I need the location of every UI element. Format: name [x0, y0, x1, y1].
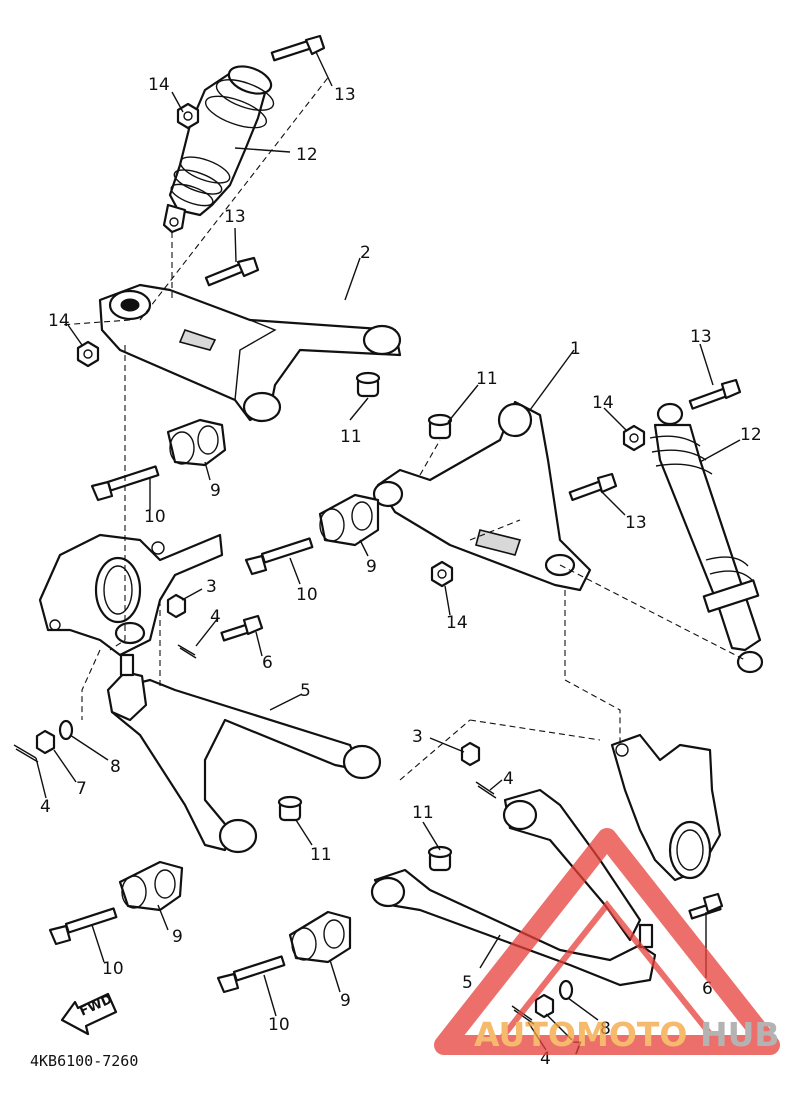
bolt-10-left-lower: [48, 907, 118, 946]
cotter-pin-4-left-lower: [13, 744, 39, 763]
knuckle-left: [38, 533, 224, 657]
watermark-logo: AUTO MOTO HUB: [434, 828, 780, 1055]
washer-8-right: [558, 979, 574, 1001]
bushing-11-left-lower: [277, 795, 303, 822]
nut-14-upper: [176, 102, 200, 130]
bushing-11-right-lower: [427, 845, 453, 872]
callout-11: 11: [340, 427, 362, 447]
bushing-9-left-upper: [166, 418, 227, 467]
watermark-text-auto: AUTO: [474, 1015, 576, 1054]
callout-5: 5: [462, 973, 473, 993]
callout-3: 3: [412, 727, 423, 747]
callout-10: 10: [296, 585, 318, 605]
nut-7-left: [35, 729, 56, 755]
bolt-13-upper: [270, 34, 326, 62]
bushing-9-right-lower: [288, 910, 352, 964]
knuckle-right: [610, 733, 722, 882]
callout-9: 9: [366, 557, 377, 577]
callout-4: 4: [210, 607, 221, 627]
upper-arm-1-right: [372, 400, 592, 592]
callout-12: 12: [296, 145, 318, 165]
assembly-lines: [59, 74, 746, 781]
callout-10: 10: [144, 507, 166, 527]
callout-9: 9: [210, 481, 221, 501]
watermark-text-moto: MOTO: [576, 1015, 687, 1054]
bolt-10-right-lower: [216, 955, 286, 994]
callout-14: 14: [148, 75, 170, 95]
callout-13: 13: [224, 207, 246, 227]
callout-4: 4: [540, 1049, 551, 1069]
shock-absorber-upper-left: [162, 65, 275, 234]
callout-2: 2: [360, 243, 371, 263]
callout-13: 13: [334, 85, 356, 105]
callout-10: 10: [268, 1015, 290, 1035]
callout-9: 9: [340, 991, 351, 1011]
bushing-9-left-lower: [118, 860, 184, 912]
callout-9: 9: [172, 927, 183, 947]
lower-arm-5-left: [106, 653, 382, 854]
callout-11: 11: [412, 803, 434, 823]
bolt-13-left: [204, 256, 260, 287]
cotter-pin-4-left-upper: [177, 644, 197, 659]
bushing-9-right-upper: [318, 493, 380, 547]
callout-5: 5: [300, 681, 311, 701]
castle-nut-3-right: [460, 741, 481, 767]
callout-8: 8: [110, 757, 121, 777]
nut-14-right-upper: [622, 424, 646, 452]
cotter-pin-4-right-upper: [475, 781, 497, 799]
callout-3: 3: [206, 577, 217, 597]
castle-nut-3-left: [166, 593, 187, 619]
nut-14-right-lower: [430, 560, 454, 588]
bushing-11-right-upper: [427, 413, 453, 440]
callout-12: 12: [740, 425, 762, 445]
callout-14: 14: [446, 613, 468, 633]
watermark-triangle-icon: [434, 828, 780, 1055]
fwd-arrow-icon: FWD: [60, 992, 118, 1036]
nut-14-left: [76, 340, 100, 368]
callout-8: 8: [600, 1019, 611, 1039]
leader-lines: [35, 51, 741, 1051]
upper-arm-2-left: [98, 283, 402, 423]
callout-13: 13: [690, 327, 712, 347]
callout-10: 10: [102, 959, 124, 979]
bolt-10-left-upper: [90, 465, 160, 502]
bolt-13-right-lower: [568, 472, 618, 502]
callout-6: 6: [262, 653, 273, 673]
callout-numbers: 14 13 12 13 2 14 11 9 10 11 1 13 14 12 1…: [40, 75, 762, 1069]
bushing-11-left-upper: [355, 371, 381, 398]
diagram-code-caption: 4KB6100-7260: [30, 1052, 138, 1070]
callout-6: 6: [702, 979, 713, 999]
nut-7-right: [534, 993, 555, 1019]
callout-14: 14: [48, 311, 70, 331]
callout-11: 11: [476, 369, 498, 389]
bolt-6-left: [220, 614, 264, 642]
callout-7: 7: [76, 779, 87, 799]
washer-8-left: [58, 719, 74, 741]
bolt-10-right-upper: [244, 537, 314, 576]
callout-11: 11: [310, 845, 332, 865]
watermark-text-hub: HUB: [700, 1015, 780, 1054]
callout-13: 13: [625, 513, 647, 533]
callout-1: 1: [570, 339, 581, 359]
shock-absorber-right: [649, 402, 764, 674]
callout-4: 4: [503, 769, 514, 789]
callout-4: 4: [40, 797, 51, 817]
callout-14: 14: [592, 393, 614, 413]
bolt-13-right-upper: [688, 378, 742, 410]
